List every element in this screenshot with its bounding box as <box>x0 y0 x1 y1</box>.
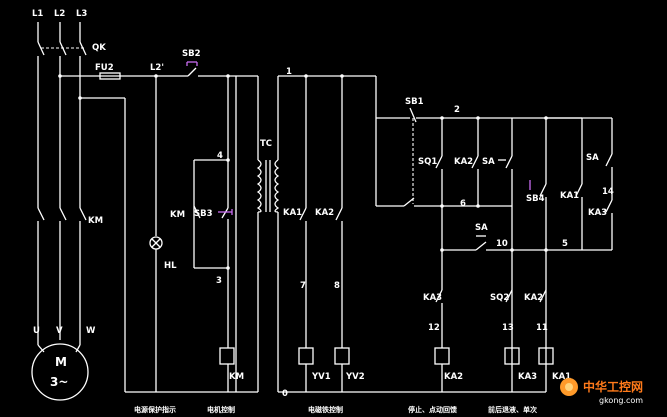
label-node-13: 13 <box>502 323 514 333</box>
label-yv1: YV1 <box>311 372 331 382</box>
watermark: 中华工控网 gkong.com <box>560 378 643 405</box>
label-ka2-coil: KA2 <box>444 372 463 382</box>
label-sb4: SB4 <box>526 194 545 204</box>
watermark-main-text: 中华工控网 <box>583 379 643 394</box>
relay-logic <box>375 76 613 392</box>
label-qk: QK <box>92 43 106 53</box>
control-supply <box>99 61 237 393</box>
label-l1: L1 <box>32 9 43 19</box>
label-sq1: SQ1 <box>418 157 437 167</box>
label-sa-upper: SA <box>482 157 495 167</box>
label-yv2: YV2 <box>345 372 365 382</box>
label-node-12: 12 <box>428 323 440 333</box>
caption-motor-control: 电机控制 <box>207 405 235 414</box>
label-sb1: SB1 <box>405 97 424 107</box>
secondary-bus <box>278 74 546 393</box>
label-sb2: SB2 <box>182 49 201 59</box>
label-l2-prime: L2' <box>150 63 164 73</box>
motor-3phase-label: 3~ <box>50 375 68 389</box>
label-v: V <box>56 326 63 336</box>
label-node-1: 1 <box>286 67 292 77</box>
label-ka2-lower: KA2 <box>524 293 543 303</box>
label-sa-lower: SA <box>475 223 488 233</box>
caption-power-protection: 电源保护指示 <box>134 405 176 414</box>
label-km-main: KM <box>88 216 103 226</box>
label-l3: L3 <box>76 9 87 19</box>
label-node-6: 6 <box>460 199 466 209</box>
label-node-2: 2 <box>454 105 460 115</box>
label-node-7: 7 <box>300 281 306 291</box>
label-km-coil: KM <box>229 372 244 382</box>
caption-forward-back: 前后退液、单次 <box>488 405 537 414</box>
label-sb3: SB3 <box>194 209 213 219</box>
label-node-5: 5 <box>562 239 568 249</box>
label-ka2-upper: KA2 <box>454 157 473 167</box>
label-ka1-yv1: KA1 <box>283 208 302 218</box>
label-ka3-right: KA3 <box>588 208 607 218</box>
motor-m-label: M <box>55 355 67 369</box>
label-fu2: FU2 <box>95 63 114 73</box>
label-tc: TC <box>260 139 272 149</box>
watermark-url: gkong.com <box>599 396 643 405</box>
label-ka2-yv2: KA2 <box>315 208 334 218</box>
label-node-3: 3 <box>216 276 222 286</box>
label-node-8: 8 <box>334 281 340 291</box>
label-node-11: 11 <box>536 323 548 333</box>
label-node-14: 14 <box>602 187 614 197</box>
label-w: W <box>86 326 96 336</box>
label-ka3-coil: KA3 <box>518 372 537 382</box>
transformer-tc <box>236 75 280 393</box>
label-u: U <box>33 326 40 336</box>
label-ka1-upper: KA1 <box>560 191 579 201</box>
label-ka3-lower: KA3 <box>423 293 442 303</box>
caption-solenoid-control: 电磁铁控制 <box>308 405 343 414</box>
label-hl: HL <box>164 261 177 271</box>
label-ka1-coil: KA1 <box>552 372 571 382</box>
label-km-contact: KM <box>170 210 185 220</box>
three-phase-lines <box>31 22 125 401</box>
label-l2: L2 <box>54 9 65 19</box>
label-sa-right: SA <box>586 153 599 163</box>
caption-stop-jog: 停止、点动回馈 <box>408 405 457 414</box>
label-sq2: SQ2 <box>490 293 509 303</box>
label-node-4: 4 <box>217 151 223 161</box>
label-node-0: 0 <box>282 389 288 399</box>
label-node-10: 10 <box>496 239 508 249</box>
